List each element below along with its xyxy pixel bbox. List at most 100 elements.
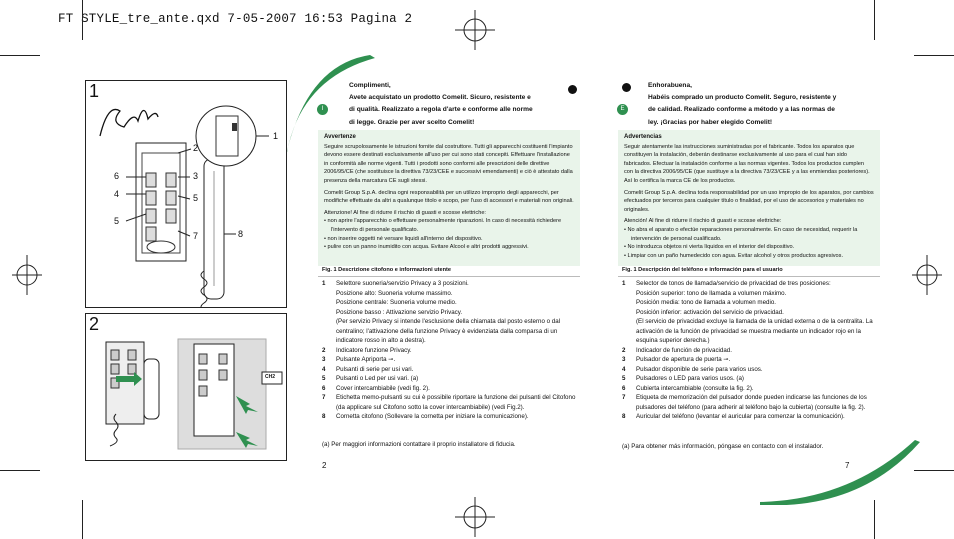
legend-number: 6 [322,384,326,392]
legend-number: 4 [322,365,326,373]
legend-text: Indicador de función de privacidad. [636,346,732,354]
legend-number: 4 [622,365,626,373]
legend-number: 5 [622,375,626,382]
trim-mark [914,470,954,471]
legend-number [322,308,336,318]
footnote-it: (a) Per maggiori informazioni contattare… [322,441,516,448]
legend-text: Cornetta citofono (Sollevare la cornetta… [336,413,529,420]
legend-row: Posición media: tono de llamada a volume… [622,298,878,308]
callout-label: 4 [114,189,120,199]
legend-text: Pulsanti di serie per usi vari. [336,365,414,373]
legend-text: Pulsante Apriporta ⊸. [336,356,396,363]
legend-number: 5 [322,375,326,382]
intro-text-it: Complimenti, Avete acquistato un prodott… [349,80,564,129]
trim-mark [874,500,875,539]
warnings-attention: Atención! Al fine di ridurre il rischio … [624,218,782,225]
legend-row: 3 Pulsante Apriporta ⊸. [322,355,578,365]
legend-row: 7 Etichetta memo-pulsanti su cui è possib… [322,393,578,412]
warnings-title: Advertencias [624,134,662,140]
warnings-paragraph: Comelit Group S.p.A. declina ogni respon… [324,189,574,205]
registration-mark-icon [12,255,42,295]
file-slug: FT STYLE_tre_ante.qxd 7-05-2007 16:53 Pa… [58,12,413,26]
legend-row: Posizione centrale: Suoneria volume medi… [322,298,578,308]
warnings-paragraph: Seguire scrupolosamente le istruzioni fo… [324,143,573,184]
warnings-box-es: Advertencias Seguir atentamente las inst… [618,130,880,266]
warnings-title: Avvertenze [324,134,356,140]
legend-number: 6 [622,384,626,392]
legend-text: Auricular del teléfono (levantar el auri… [636,413,845,420]
legend-text: Posizione alto: Suoneria volume massimo. [336,289,453,297]
intro-line: ley. ¡Gracias por haber elegido Comelit! [648,118,773,126]
legend-text: Selettore suoneria/servizio Privacy a 3 … [336,280,469,287]
warnings-box-it: Avvertenze Seguire scrupolosamente le is… [318,130,580,266]
intro-line: de calidad. Realizado conforme a método … [648,106,835,114]
divider [318,276,580,277]
legend-number: 3 [322,356,326,363]
callout-label: 3 [193,171,199,181]
legend-number [322,317,336,346]
trim-mark [874,0,875,40]
warnings-list: non aprire l'apparecchio o effettuare pe… [324,217,574,251]
registration-mark-icon [912,255,942,295]
legend-number: 7 [322,394,326,401]
trim-mark [914,55,954,56]
language-badge-spanish: E [617,104,628,115]
legend-row: Posizione basso : Attivazione servizio P… [322,308,578,318]
legend-number: 1 [322,280,326,287]
legend-number: 3 [622,356,626,363]
legend-row: Posición superior: tono de llamada a vol… [622,289,878,299]
legend-row: Posición inferior: activación del servic… [622,308,878,318]
cover-replacement-drawing [105,338,283,450]
legend-row: Posizione alto: Suoneria volume massimo. [322,289,578,299]
bullet-dot [568,85,577,94]
figure-caption-es: Fig. 1 Descripción del teléfono e inform… [622,267,783,273]
legend-row: 1 Selettore suoneria/servizio Privacy a 3… [322,279,578,289]
warnings-paragraph: Seguir atentamente las instrucciones sum… [624,143,870,184]
legend-text: Posizione centrale: Suoneria volume medi… [336,299,457,306]
legend-number [322,289,336,299]
intercom-drawing [99,105,269,307]
legend-number: 2 [622,346,626,354]
page-number: 2 [322,461,327,470]
figure-1-panel: 1 1 2 3 4 5 5 6 [85,80,287,308]
footnote-es: (a) Para obtener más información, póngas… [622,443,824,450]
legend-text: (Per servizio Privacy si intende l'esclu… [336,318,561,344]
registration-mark-icon [455,10,495,50]
intro-text-es: Enhorabuena, Habéis comprado un producto… [648,80,878,129]
callout-label: 7 [193,231,199,241]
trim-mark [82,500,83,539]
legend-text: Cover intercambiabile (vedi fig. 2). [336,384,430,392]
legend-number [622,298,636,308]
legend-text: Etichetta memo-pulsanti su cui è possibi… [336,394,576,411]
chip-label: CH2 [265,374,276,380]
legend-text: Selector de tonos de llamada/servicio de… [636,280,831,287]
callout-label: 1 [273,131,279,141]
legend-number [322,298,336,308]
legend-text: Posición media: tono de llamada a volume… [636,299,776,306]
divider [618,276,880,277]
warnings-list-item: pulire con un panno inumidito con acqua.… [328,243,574,252]
callout-label: 6 [114,171,120,181]
callout-label: 8 [238,229,244,239]
warnings-list-item: non inserire oggetti né versare liquidi … [328,235,574,244]
legend-text: Posición inferior: activación del servic… [636,308,784,316]
registration-mark-icon [455,497,495,537]
warnings-list-item: No abra el aparato o efectúe reparacione… [628,226,874,243]
legend-text: Posición superior: tono de llamada a vol… [636,289,787,297]
legend-number [622,289,636,299]
warnings-list-item: Limpiar con un paño humedecido con agua.… [628,252,874,261]
figure-number: 2 [89,314,100,334]
figure-2-panel: 2 CH2 [85,313,287,461]
legend-text: Cubierta intercambiable (consulte la fig… [636,384,754,392]
legend-row: 4 Pulsanti di serie per usi vari. [322,365,578,375]
